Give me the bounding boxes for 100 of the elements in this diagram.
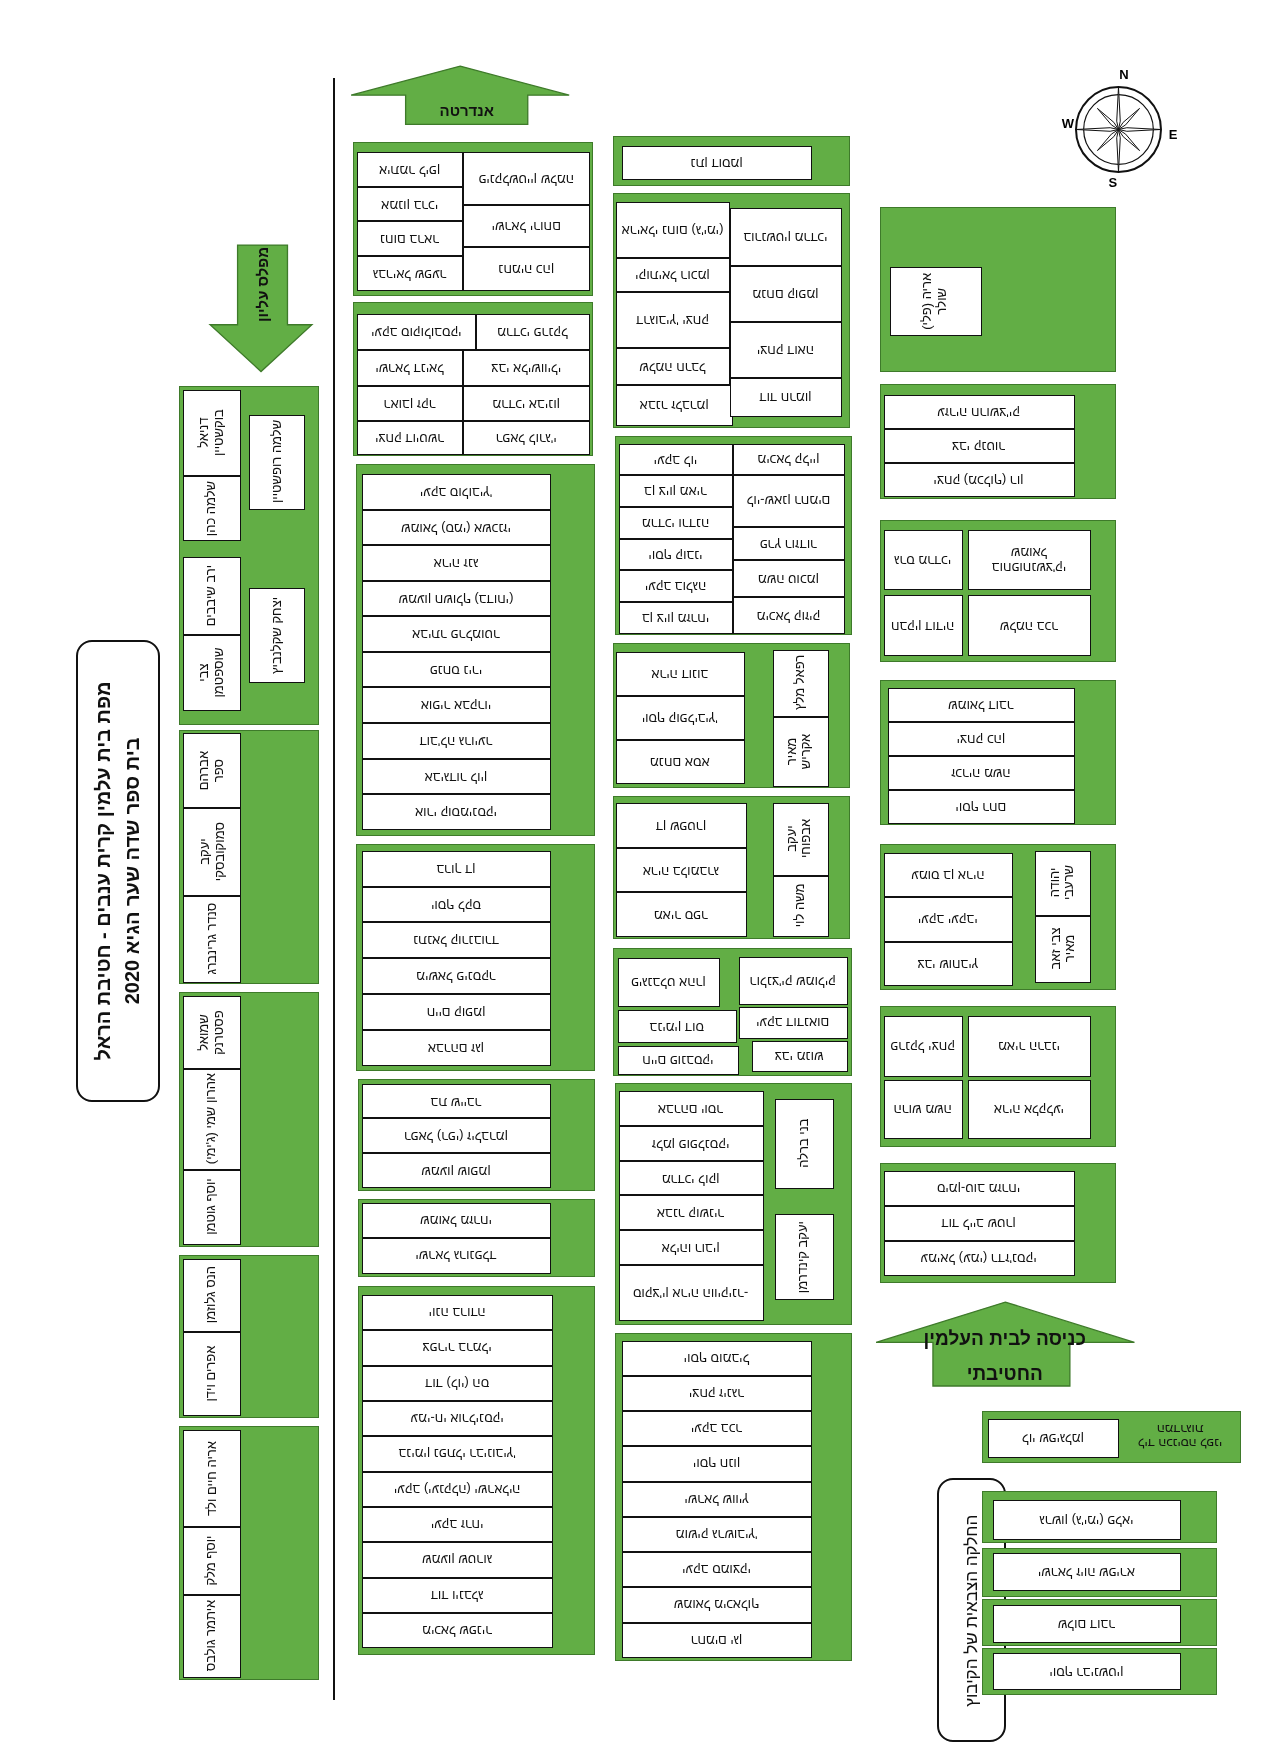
name-box: יצחק שקלנביץ: [249, 588, 306, 684]
name-box: מאיר הרבני: [968, 1016, 1092, 1077]
name-box: יעקב קינדרמן: [774, 1214, 835, 1301]
name-box: ישראל דניאל: [356, 349, 463, 386]
name-box: יעקב סמוצקי: [621, 1552, 812, 1588]
name-box: אבנר זלברמן: [616, 384, 734, 426]
name-box: מנחם קופמן: [730, 266, 842, 322]
name-box: זלמן פופלנסקי: [619, 1126, 764, 1161]
grave-plot: [981, 1599, 1217, 1647]
grave-plot: [357, 1286, 595, 1656]
name-box: אריה חיים ולד: [183, 1430, 242, 1528]
name-box: בן ציון מזרחי: [619, 602, 734, 634]
name-box: יוסף קובני: [619, 538, 734, 571]
name-box: רפאל (רפי) זילברמן: [362, 1118, 552, 1153]
name-box: זכריה משה: [887, 755, 1075, 790]
name-box: איתמר גולבס: [183, 1594, 242, 1679]
name-box: אביתר פרלמוטר: [362, 616, 552, 652]
name-box: שלמה כהן: [183, 476, 242, 542]
name-box: יעקב סמוקובסקי: [183, 808, 242, 896]
grave-plot: [981, 1547, 1217, 1597]
name-box: יעקב אבפוחי: [772, 802, 829, 876]
grave-plot: [355, 464, 595, 837]
grave-plot: [357, 1079, 595, 1191]
name-box: אפרים וידן: [183, 1331, 242, 1416]
name-box: מיכאל קליין: [733, 443, 846, 476]
title-line: מפת בית עלמין קרית ענבים - חטיבת הראל: [91, 681, 115, 1061]
grave-plot: [612, 948, 853, 1076]
name-box: יוסף מלק: [183, 1527, 242, 1595]
name-box: איתמר ליפן: [356, 151, 463, 187]
name-box: יוסף גוטמן: [183, 1169, 242, 1245]
grave-plot: [880, 383, 1117, 499]
note-text: ליד הכניסה לפני המדרגות: [1136, 1421, 1224, 1453]
name-box: בוחפוחנשצ'קי שמואל: [968, 529, 1092, 591]
grave-plot: [353, 301, 593, 457]
name-box: שמואל (סמי) אשכנזי: [362, 509, 552, 546]
name-box: יהודה שרעבי: [1035, 850, 1092, 916]
grave-plot: [615, 1082, 853, 1326]
name-box: יוסף רבינשטין: [992, 1652, 1181, 1690]
name-box: מרדכי אבינון: [462, 385, 591, 422]
name-box: הרוש משה: [884, 1080, 963, 1140]
name-box: צבי מנוש: [752, 1041, 848, 1073]
name-box: דוב'לה גרויער: [362, 722, 552, 759]
name-box: דוד וינבלג: [362, 1577, 554, 1613]
name-box: בן ציון מאיר: [619, 475, 734, 508]
name-box: צבי שוחביץ: [884, 941, 1014, 986]
name-box: גבריאל שפער: [356, 255, 463, 291]
grave-plot: [178, 730, 319, 985]
name-box: משה טוכמן: [733, 560, 846, 598]
name-box: מרדכי ורדנה: [619, 507, 734, 539]
name-box: חיים קופמן: [362, 994, 552, 1030]
name-box: אורי קוסמינסקי: [362, 794, 552, 830]
name-box: משה לוי: [772, 875, 829, 937]
name-box: דרגוביץ' יצחק: [616, 291, 731, 348]
name-box: בורנשטין מרדכי: [730, 207, 842, 266]
name-box: ראובן זקר: [356, 385, 463, 422]
name-box: יצחק כהן: [887, 721, 1075, 756]
name-box: מיכאל שפניר: [362, 1612, 554, 1649]
grave-plot: [178, 1254, 319, 1418]
grave-plot: [880, 679, 1117, 826]
grave-plot: [612, 796, 850, 940]
name-box: מאיר אקריש: [772, 716, 829, 788]
name-box: פרנקל יצחק: [884, 1016, 963, 1077]
name-box: בת שייבר: [362, 1083, 552, 1119]
name-box: אריאלי נחום (ג'ימי): [616, 202, 731, 259]
name-box: יעקב דודנאום: [739, 1007, 848, 1039]
grave-plot: [880, 520, 1117, 663]
name-box: מנחם אסא: [616, 740, 745, 785]
grave-plot: [178, 385, 319, 725]
grave-plot: [615, 436, 853, 636]
name-box: שמעון שופמן: [362, 1152, 552, 1188]
name-box: יעקב סוקולובסקי: [356, 314, 477, 350]
grave-plot: [880, 206, 1117, 373]
name-box: סנדר גרינברג: [183, 895, 242, 983]
grave-plot: [357, 1198, 595, 1278]
name-box: חבקין דודיה: [884, 594, 963, 657]
name-box: יעקב (יענקלה) ישראליה: [362, 1471, 554, 1507]
grave-plot: [178, 991, 319, 1247]
name-box: אריה זנג: [362, 545, 552, 581]
name-box: מאיר ספר: [616, 892, 747, 937]
name-box: סימן-טוב מזרחי: [884, 1170, 1075, 1206]
compass-letter: N: [1119, 67, 1129, 81]
name-box: פינקלשטיין שלמה: [462, 151, 591, 205]
compass-letter: E: [1168, 127, 1178, 141]
arrow-sign: כניסה לבית העלמין החטיבתי: [874, 1300, 1136, 1387]
grave-plot: [612, 193, 850, 429]
grave-plot: [355, 844, 595, 1072]
name-box: שמעון חשולף (בדוחי): [362, 580, 552, 617]
name-box: אריה אלקלעי: [968, 1080, 1092, 1140]
name-box: אמנון ברכי: [356, 186, 463, 222]
name-box: יוסף קופליביץ': [616, 696, 745, 741]
name-box: יצחק דואה: [730, 321, 842, 378]
name-box: ישראל ירוחם: [462, 204, 591, 247]
grave-plot: [353, 142, 593, 297]
grave-plot: [880, 1163, 1117, 1283]
name-box: אריה (פלי) שולר: [890, 267, 982, 337]
name-box: יעקב זרחי: [362, 1506, 554, 1543]
name-box: פיגנבלט אהרן: [618, 958, 721, 1008]
name-box: חיים פונבסקי: [618, 1045, 740, 1075]
name-box: צבי אלישווילי: [462, 349, 591, 386]
name-box: יצחק (מכלוף) רון: [884, 462, 1075, 497]
